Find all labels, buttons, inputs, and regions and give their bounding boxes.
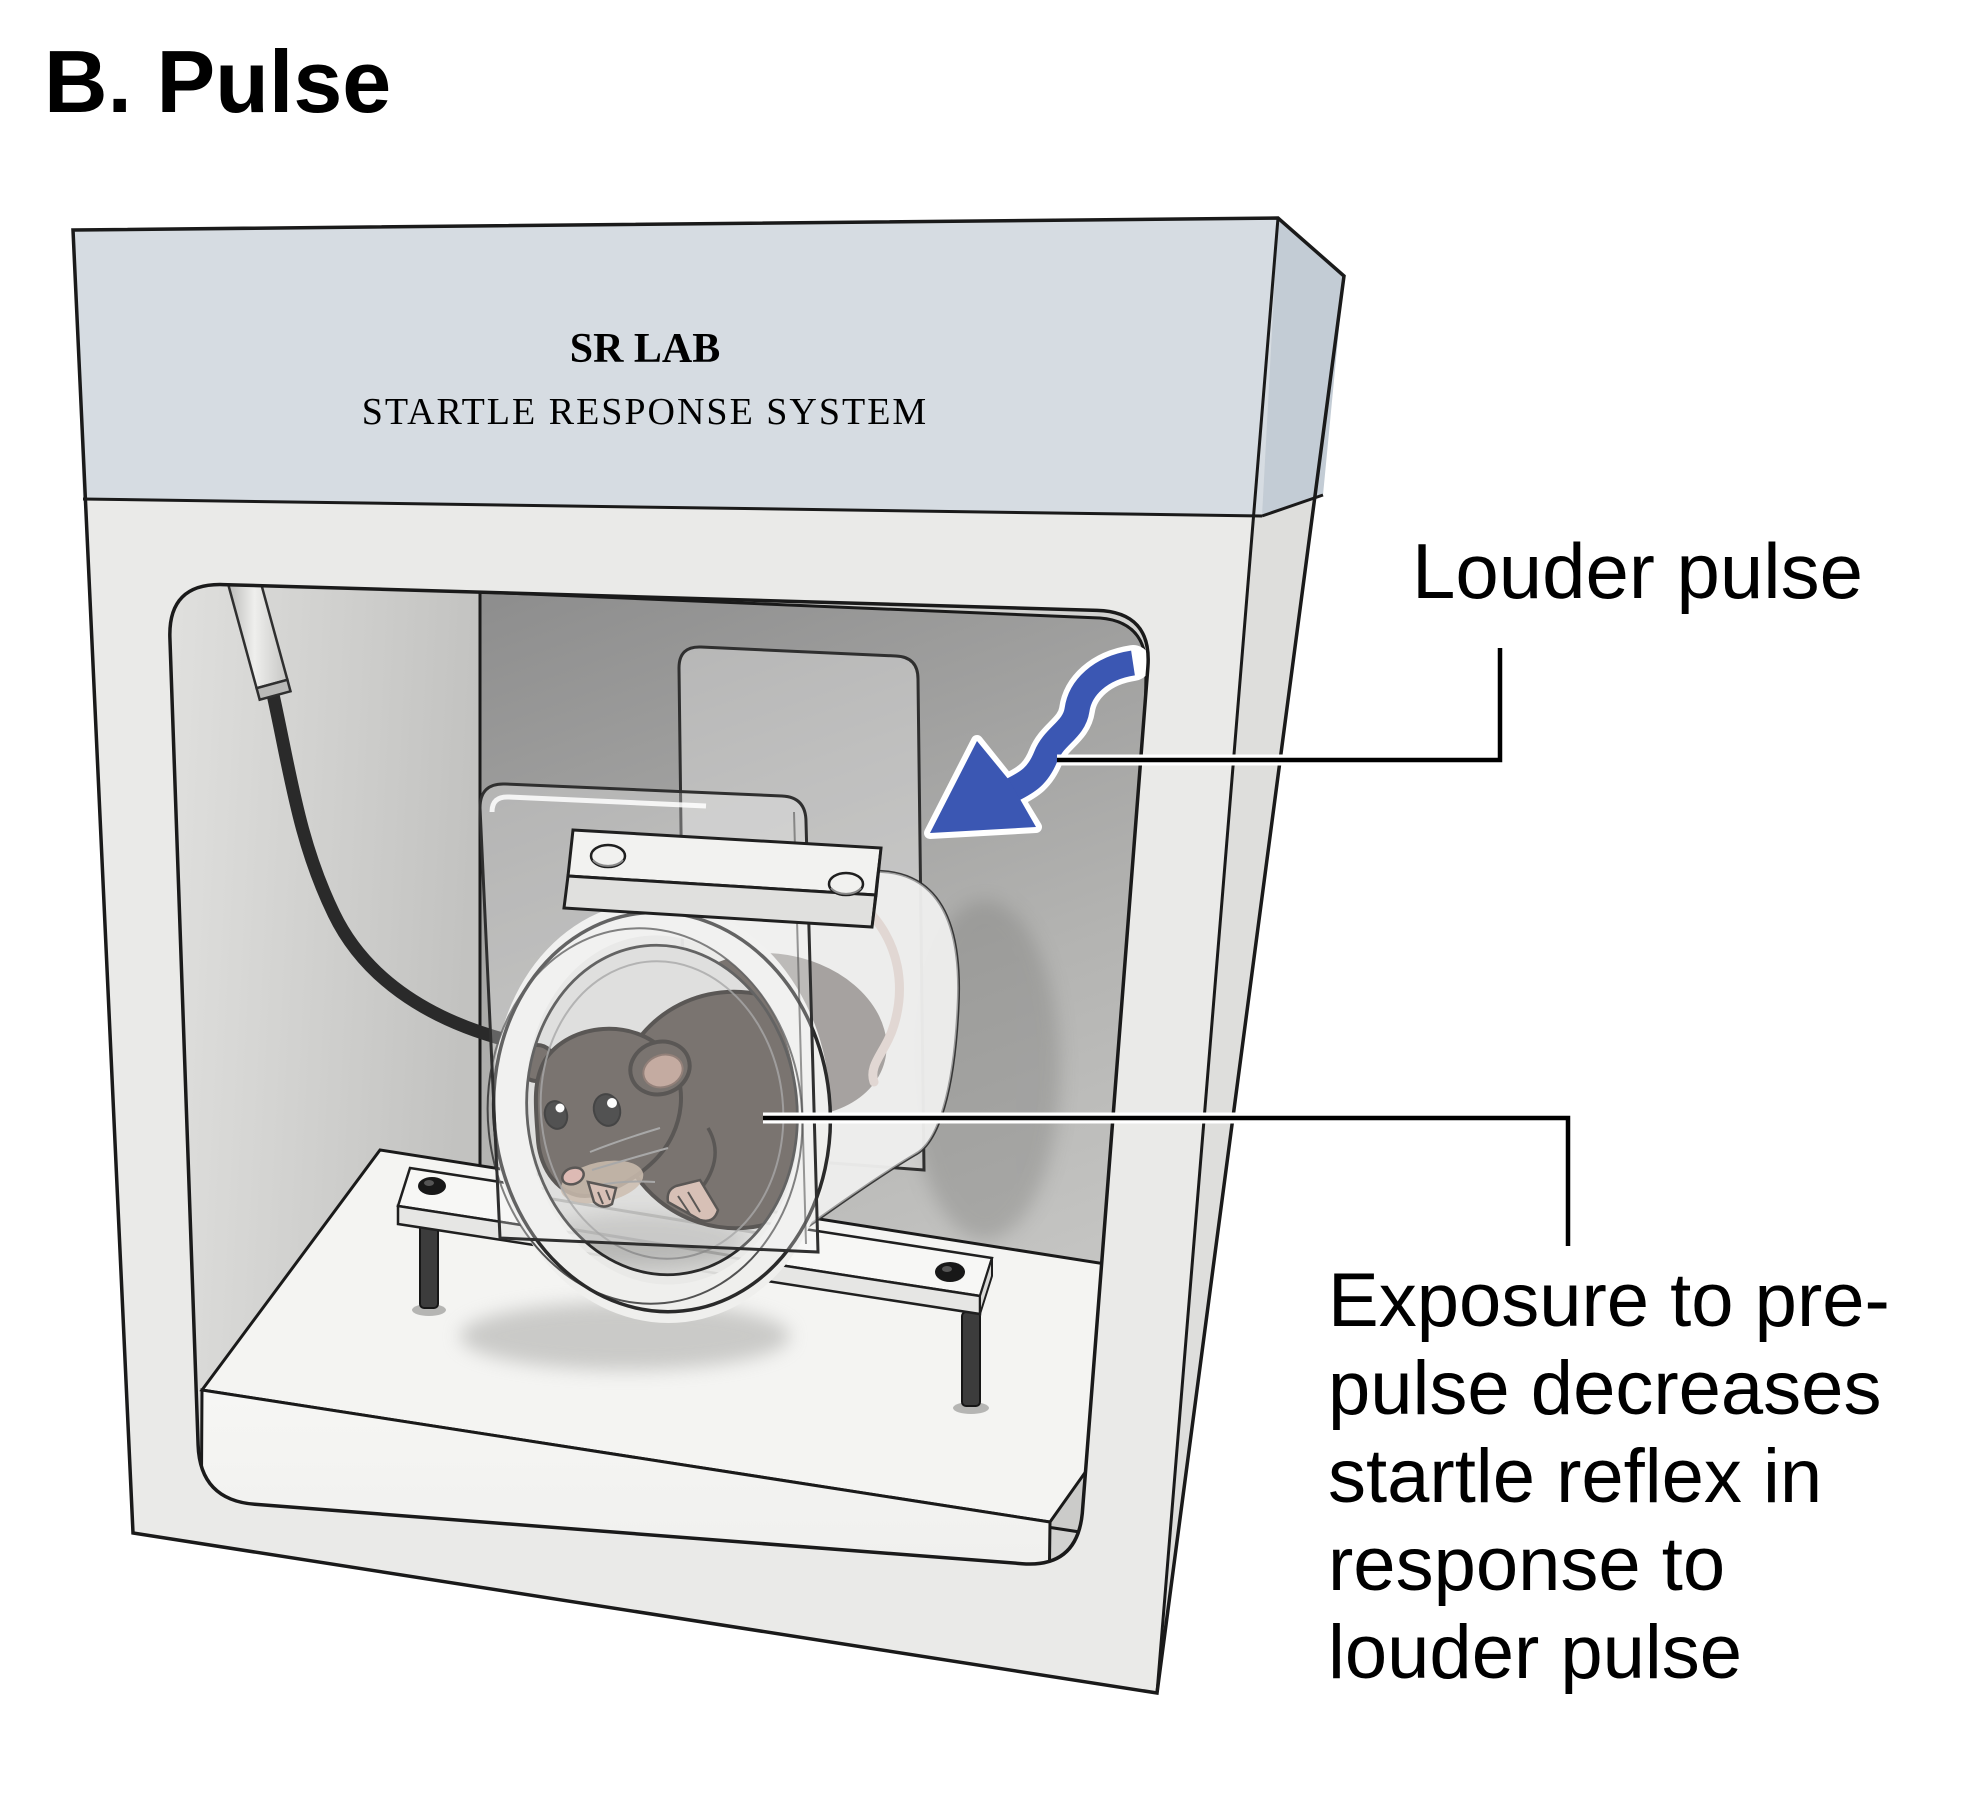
- prepulse-line-2: pulse decreases: [1328, 1346, 1881, 1431]
- prepulse-line-4: response to: [1328, 1522, 1725, 1607]
- screw-highlight: [942, 1266, 952, 1272]
- callout-louder-pulse: Louder pulse: [1412, 527, 1863, 615]
- pulse-arrow-wave: [1006, 650, 1136, 802]
- pulse-arrow-icon: [924, 645, 1149, 839]
- screw-highlight: [424, 1180, 434, 1186]
- clamp-screw: [589, 843, 627, 869]
- screw-shade: [592, 859, 624, 867]
- animal-cylinder: [486, 869, 961, 1324]
- claws: [677, 1191, 701, 1215]
- cabinet: [73, 218, 1344, 1693]
- probe-tip: [255, 678, 293, 702]
- panel-divider-side: [1261, 493, 1324, 518]
- clamp-bar: [562, 828, 883, 929]
- cabinet-corner-edge: [1155, 217, 1280, 1694]
- prepulse-line-3: startle reflex in: [1328, 1434, 1822, 1519]
- rat-nose: [561, 1166, 585, 1186]
- platform-leg: [961, 1311, 981, 1407]
- rat-ear-right-inner: [642, 1053, 684, 1089]
- cabinet-outlines: [71, 216, 1346, 1696]
- cylinder-rim-inner2: [539, 960, 785, 1260]
- platform-screw: [418, 1177, 446, 1195]
- leader-prepulse: [763, 1115, 1571, 1246]
- eye-glint: [555, 1103, 565, 1113]
- whisker: [589, 1127, 661, 1153]
- cabinet-side-face: [1157, 218, 1344, 1693]
- clamp-screw: [827, 871, 865, 897]
- claws: [597, 1189, 611, 1205]
- leader-louder-pulse: [1057, 648, 1503, 763]
- cable: [265, 683, 513, 1047]
- acrylic-highlight: [489, 794, 707, 813]
- glass-haze: [494, 870, 959, 1311]
- platform-screw: [935, 1262, 965, 1282]
- device-name-label: STARTLE RESPONSE SYSTEM: [362, 391, 928, 433]
- clamp-bar-end: [870, 847, 883, 928]
- cylinder-rim-inner: [525, 943, 799, 1277]
- cylinder-floor-shadow: [460, 1302, 790, 1370]
- eye-glint: [607, 1098, 617, 1108]
- pulse-arrowhead: [930, 741, 1036, 833]
- opening-frame: [168, 582, 1150, 1566]
- leader-lines: [763, 648, 1574, 1246]
- device-brand-label: SR LAB: [570, 326, 721, 372]
- prepulse-line-1: Exposure to pre-: [1328, 1258, 1890, 1343]
- screw-shade: [830, 887, 862, 895]
- whisker: [591, 1147, 669, 1171]
- figure-title: B. Pulse: [44, 32, 391, 131]
- prepulse-line-5: louder pulse: [1328, 1610, 1742, 1695]
- cabinet-outline: [71, 216, 1346, 1696]
- sensor-cable-assembly: [226, 584, 513, 1047]
- panel-divider-front: [82, 497, 1263, 518]
- top-label-panel: [73, 218, 1278, 516]
- callout-prepulse-effect: Exposure to pre- pulse decreases startle…: [1328, 1258, 1890, 1695]
- platform-leg: [419, 1221, 439, 1309]
- rat-paw-left: [586, 1180, 618, 1208]
- cabinet-front-face: [73, 218, 1278, 1693]
- platform-plate-end: [979, 1257, 993, 1315]
